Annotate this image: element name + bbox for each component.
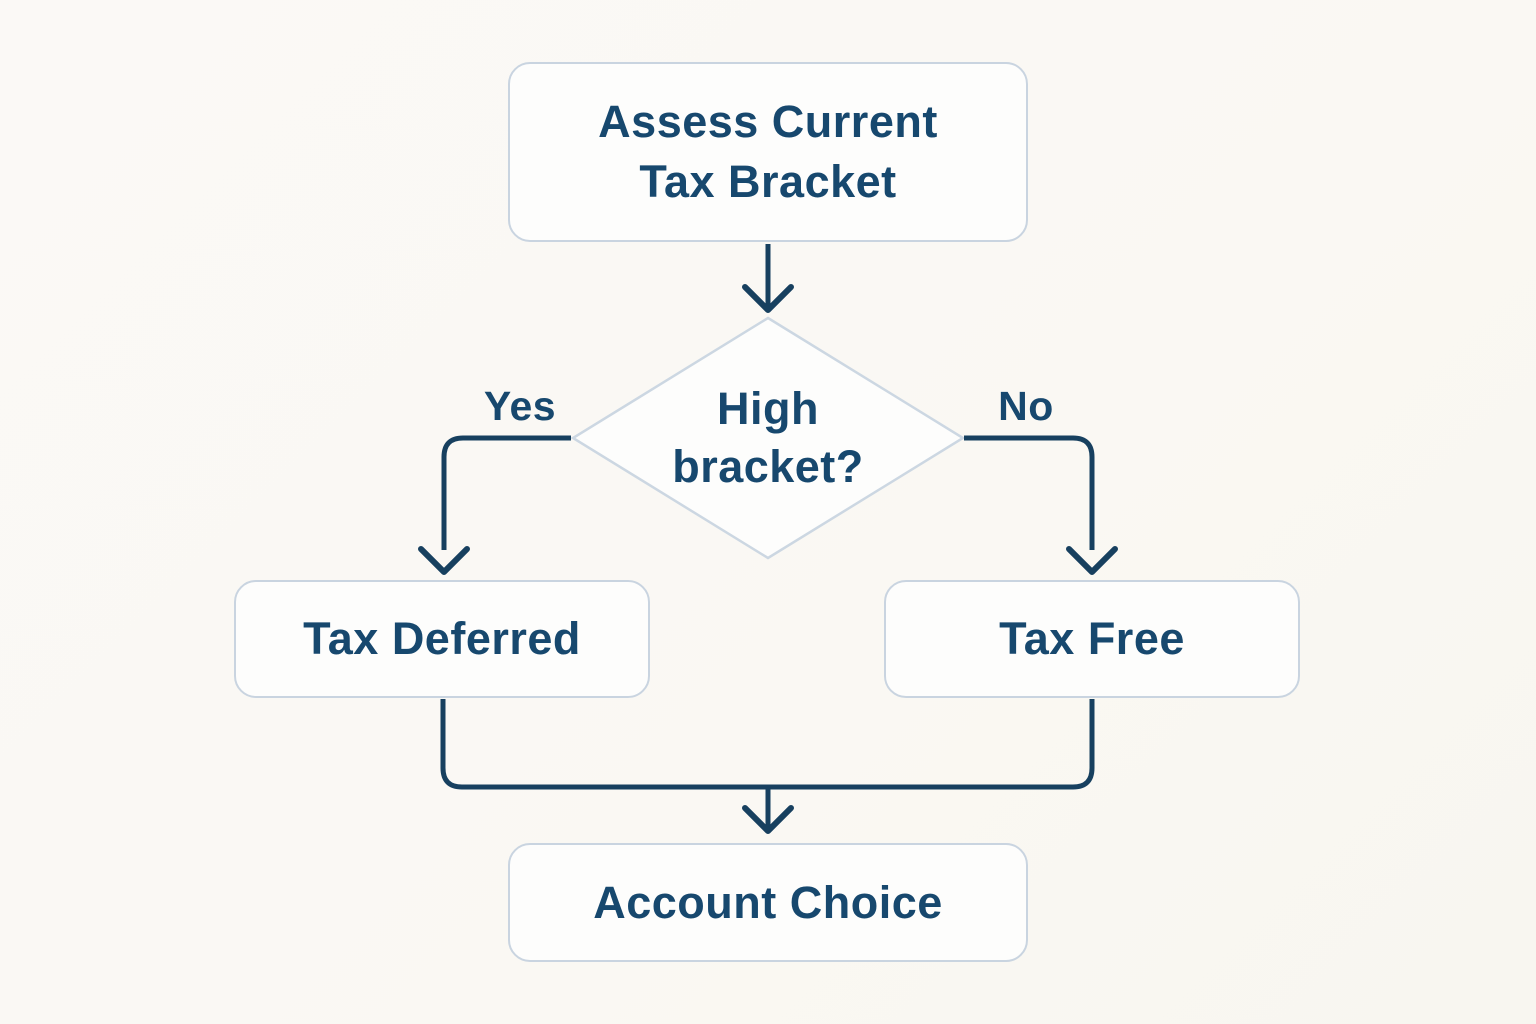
edge-no-branch — [964, 435, 1095, 550]
node-account-choice: Account Choice — [508, 843, 1028, 962]
edge-yes-branch — [441, 435, 571, 550]
node-label-line: Tax Free — [999, 613, 1185, 665]
node-label-line: High — [717, 382, 819, 434]
edge-merge-left — [440, 699, 768, 790]
arrowhead-start-to-decision — [742, 284, 794, 313]
arrowhead-merge-to-end — [742, 805, 794, 834]
node-label-line: Assess Current — [598, 96, 938, 148]
node-label-line: Tax Deferred — [303, 613, 581, 665]
edge-label-no: No — [998, 383, 1054, 429]
node-label-line: bracket? — [672, 441, 864, 492]
node-tax-free: Tax Free — [884, 580, 1300, 698]
edge-label-yes: Yes — [483, 383, 557, 429]
node-decision-high-bracket: High bracket? — [618, 372, 918, 504]
node-label-line: Account Choice — [593, 876, 943, 928]
arrowhead-yes-branch — [418, 546, 470, 575]
decision-diamond-shape — [570, 316, 966, 560]
node-assess-current-tax-bracket: Assess Current Tax Bracket — [508, 62, 1028, 242]
arrowhead-no-branch — [1066, 546, 1118, 575]
node-tax-deferred: Tax Deferred — [234, 580, 650, 698]
edge-merge-right — [768, 699, 1095, 790]
node-label-line: Tax Bracket — [639, 156, 897, 207]
